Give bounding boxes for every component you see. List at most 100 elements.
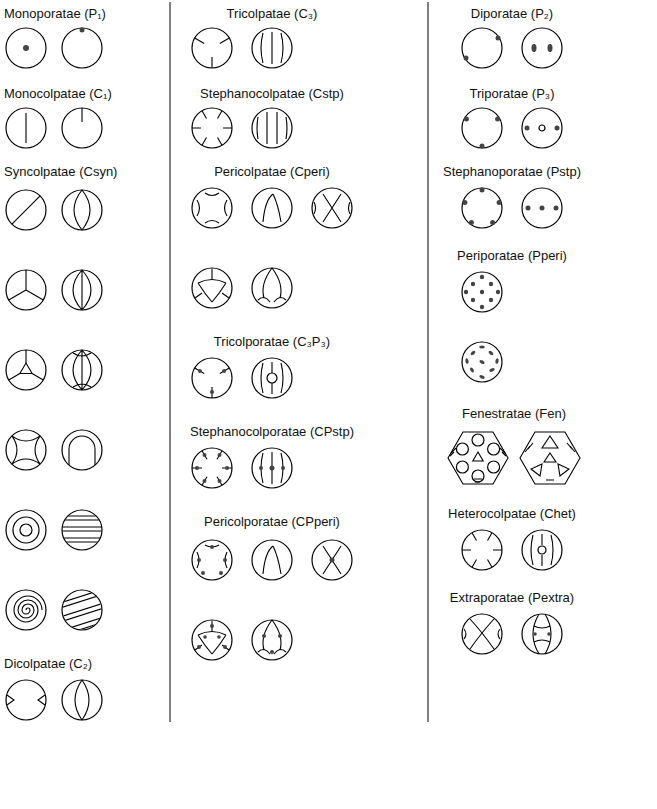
- aperture-mark: [192, 108, 232, 148]
- pollen-figure: [6, 270, 46, 310]
- aperture-mark: [462, 533, 502, 568]
- aperture-mark: [195, 466, 199, 470]
- aperture-mark: [197, 645, 201, 649]
- aperture-mark: [197, 545, 227, 568]
- aperture-mark: [203, 453, 207, 457]
- pollen-figure: [522, 188, 562, 228]
- aperture-mark: [6, 590, 46, 630]
- aperture-mark: [270, 466, 275, 471]
- aperture-mark: [252, 448, 292, 488]
- aperture-mark: [57, 537, 107, 538]
- aperture-mark: [469, 367, 475, 373]
- aperture-mark: [6, 430, 46, 470]
- aperture-mark: [472, 470, 484, 482]
- aperture-mark: [312, 540, 352, 580]
- group-label: Fenestratae (Fen): [462, 406, 566, 422]
- aperture-mark: [201, 571, 205, 575]
- aperture-mark: [526, 206, 531, 211]
- pollen-figure: [252, 448, 292, 488]
- aperture-mark: [192, 358, 232, 398]
- aperture-mark: [263, 546, 281, 574]
- pollen-figure: [62, 350, 102, 390]
- aperture-mark: [314, 194, 350, 222]
- aperture-mark: [480, 144, 485, 149]
- aperture-mark: [548, 44, 553, 52]
- aperture-mark: [267, 373, 277, 383]
- pollen-figure: [192, 448, 232, 488]
- pollen-figure: [252, 108, 292, 148]
- aperture-mark: [531, 534, 553, 566]
- aperture-mark: [252, 540, 292, 580]
- aperture-mark: [198, 369, 202, 373]
- pollen-figure: [252, 28, 292, 68]
- aperture-mark: [74, 190, 90, 230]
- aperture-mark: [270, 650, 274, 654]
- group-label: Diporatae (P₂): [471, 6, 553, 22]
- group-label: Triporatae (P₃): [469, 86, 554, 102]
- aperture-mark: [210, 624, 214, 628]
- aperture-mark: [522, 108, 562, 148]
- group-label: Tricolporatae (C₃P₃): [214, 334, 330, 350]
- aperture-mark: [472, 434, 484, 446]
- pollen-figure: [192, 358, 232, 398]
- aperture-mark: [6, 510, 46, 550]
- aperture-mark: [9, 270, 44, 300]
- aperture-mark: [6, 350, 46, 390]
- aperture-mark: [462, 200, 467, 205]
- pollen-figure: [462, 614, 502, 654]
- aperture-mark: [192, 448, 232, 488]
- aperture-mark: [252, 188, 292, 228]
- group-label: Periporatae (Pperi): [457, 248, 567, 264]
- aperture-mark: [495, 117, 500, 122]
- aperture-mark: [203, 479, 207, 483]
- aperture-mark: [192, 620, 232, 660]
- pollen-figure: [6, 350, 46, 390]
- pollen-figure: [462, 108, 502, 149]
- aperture-mark: [225, 466, 229, 470]
- aperture-mark: [69, 436, 95, 465]
- aperture-mark: [257, 112, 287, 144]
- aperture-mark: [488, 350, 494, 356]
- aperture-mark: [489, 282, 493, 286]
- aperture-mark: [497, 200, 502, 205]
- aperture-mark: [555, 126, 560, 131]
- column-divider: [428, 2, 429, 722]
- group-label: Extraporatae (Pextra): [450, 590, 574, 606]
- aperture-mark: [210, 390, 214, 394]
- pollen-figure: [192, 268, 232, 308]
- aperture-mark: [554, 206, 559, 211]
- group-label: Stephanoporatae (Pstp): [443, 164, 581, 180]
- aperture-mark: [57, 588, 107, 604]
- pollen-figure: [312, 188, 352, 228]
- group-label: Stephanocolporatae (CPstp): [190, 424, 354, 440]
- aperture-mark: [448, 432, 508, 484]
- aperture-mark: [192, 268, 232, 308]
- group-label: Monocolpatae (C₁): [4, 86, 112, 102]
- aperture-mark: [62, 190, 102, 230]
- aperture-mark: [6, 28, 46, 68]
- aperture-mark: [470, 350, 476, 356]
- aperture-mark: [522, 28, 562, 68]
- aperture-mark: [6, 108, 46, 148]
- aperture-mark: [462, 28, 502, 68]
- aperture-mark: [57, 621, 107, 637]
- group-label: Pericolporatae (CPperi): [204, 514, 340, 530]
- aperture-mark: [62, 350, 102, 390]
- aperture-mark: [192, 188, 232, 228]
- aperture-mark: [465, 358, 469, 364]
- pollen-figure: [252, 358, 292, 398]
- aperture-mark: [479, 359, 485, 365]
- aperture-mark: [450, 448, 506, 482]
- pollen-figure: [522, 28, 562, 68]
- aperture-mark: [261, 452, 283, 484]
- aperture-mark: [258, 268, 286, 302]
- aperture-mark: [23, 45, 29, 51]
- pollen-figure: [62, 108, 102, 148]
- aperture-mark: [9, 350, 44, 380]
- aperture-mark: [73, 350, 91, 390]
- aperture-mark: [6, 270, 46, 310]
- aperture-mark: [218, 479, 222, 483]
- aperture-mark: [522, 530, 562, 570]
- aperture-mark: [25, 113, 26, 143]
- aperture-mark: [20, 363, 32, 374]
